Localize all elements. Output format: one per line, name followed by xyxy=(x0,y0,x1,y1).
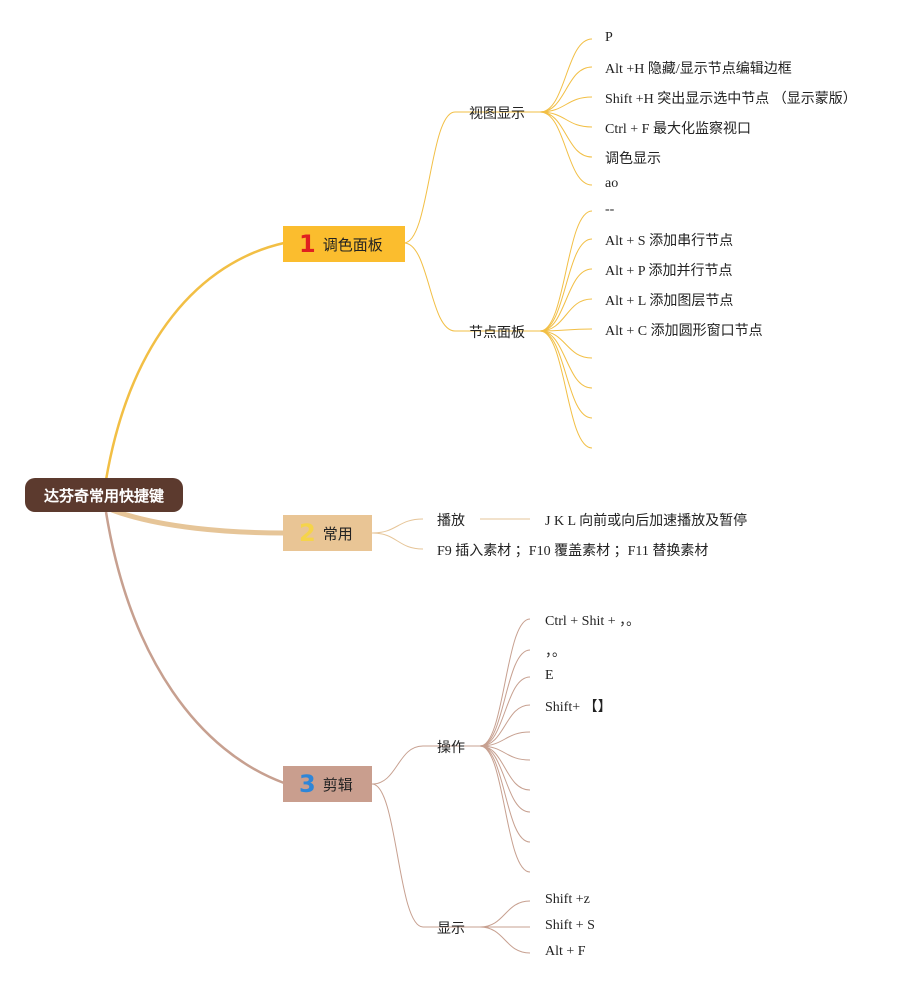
branch-common[interactable]: 2 常用 xyxy=(283,515,372,551)
connector-root-branch-2 xyxy=(111,507,285,536)
connector-b1-view-display xyxy=(403,111,456,244)
leaf-view-display-4[interactable]: 调色显示 xyxy=(605,151,661,167)
leaf-node-panel-4[interactable]: Alt + C 添加圆形窗口节点 xyxy=(605,324,763,339)
subtopic-playback[interactable]: 播放 xyxy=(437,513,465,529)
connector-root-branch-3 xyxy=(104,511,285,785)
subtopic-node-panel[interactable]: 节点面板 xyxy=(469,325,525,341)
connector-op-leaf-0 xyxy=(479,618,531,747)
branch-color-panel[interactable]: 1 调色面板 xyxy=(283,226,405,262)
connector-op-leaf-7 xyxy=(479,745,531,813)
connector-node-leaf-4 xyxy=(539,328,593,332)
branch-number-3: 3 xyxy=(299,770,316,798)
leaf-node-panel-0[interactable]: -- xyxy=(605,202,615,217)
branch-label: 剪辑 xyxy=(322,775,353,794)
leaf-view-display-5[interactable]: ao xyxy=(605,176,619,191)
connector-b2-insert xyxy=(371,532,424,550)
leaf-display-0[interactable]: Shift +z xyxy=(545,892,590,907)
connector-node-leaf-5 xyxy=(539,330,593,359)
leaf-view-display-3[interactable]: Ctrl + F 最大化监察视口 xyxy=(605,122,751,137)
connector-view-leaf-1 xyxy=(539,66,593,113)
connector-node-leaf-8 xyxy=(539,330,593,449)
connector-view-leaf-0 xyxy=(539,38,593,113)
connector-view-leaf-3 xyxy=(539,111,593,128)
connector-b2-playback xyxy=(371,518,424,534)
connector-op-leaf-8 xyxy=(479,745,531,843)
connector-node-leaf-0 xyxy=(539,210,593,332)
connector-op-leaf-9 xyxy=(479,745,531,873)
branch-number-2: 2 xyxy=(299,519,316,547)
connector-op-leaf-6 xyxy=(479,745,531,791)
connector-node-leaf-6 xyxy=(539,330,593,389)
connector-view-leaf-4 xyxy=(539,111,593,158)
connector-node-leaf-1 xyxy=(539,238,593,332)
connector-b3-display xyxy=(371,783,424,928)
connector-node-leaf-7 xyxy=(539,330,593,419)
leaf-view-display-1[interactable]: Alt +H 隐藏/显示节点编辑边框 xyxy=(605,62,792,77)
leaf-operation-1[interactable]: ，。 xyxy=(545,645,566,660)
connector-op-leaf-4 xyxy=(479,731,531,747)
branch-edit[interactable]: 3 剪辑 xyxy=(283,766,372,802)
connector-op-leaf-2 xyxy=(479,676,531,747)
leaf-display-1[interactable]: Shift + S xyxy=(545,918,595,933)
connector-disp-leaf-2 xyxy=(479,926,531,954)
leaf-view-display-2[interactable]: Shift +H 突出显示选中节点 （显示蒙版） xyxy=(605,92,857,107)
connector-view-leaf-5 xyxy=(539,111,593,186)
leaf-node-panel-3[interactable]: Alt + L 添加图层节点 xyxy=(605,294,734,309)
connector-b3-operation xyxy=(371,745,424,785)
root-topic[interactable]: 达芬奇常用快捷键 xyxy=(25,478,183,512)
connector-op-leaf-5 xyxy=(479,745,531,761)
connector-view-leaf-2 xyxy=(539,96,593,113)
leaf-operation-0[interactable]: Ctrl + Shit + ，。 xyxy=(545,614,641,629)
branch-number-1: 1 xyxy=(299,230,316,258)
leaf-operation-3[interactable]: Shift+ 【】 xyxy=(545,700,612,715)
subtopic-operation[interactable]: 操作 xyxy=(437,740,465,756)
subtopic-insert-overwrite-replace[interactable]: F9 插入素材 ；F10 覆盖素材 ；F11 替换素材 xyxy=(437,544,709,559)
connector-disp-leaf-0 xyxy=(479,900,531,928)
leaf-view-display-0[interactable]: P xyxy=(605,30,613,45)
branch-label: 常用 xyxy=(322,524,353,543)
leaf-node-panel-1[interactable]: Alt + S 添加串行节点 xyxy=(605,234,734,249)
leaf-node-panel-2[interactable]: Alt + P 添加并行节点 xyxy=(605,264,733,279)
branch-label: 调色面板 xyxy=(322,235,383,254)
connector-op-leaf-1 xyxy=(479,649,531,747)
connector-b1-node-panel xyxy=(403,242,456,332)
connector-node-leaf-2 xyxy=(539,268,593,332)
subtopic-display[interactable]: 显示 xyxy=(437,921,465,937)
leaf-operation-2[interactable]: E xyxy=(545,668,554,683)
connector-root-branch-1 xyxy=(104,241,285,481)
subtopic-view-display[interactable]: 视图显示 xyxy=(469,106,525,122)
connector-op-leaf-3 xyxy=(479,704,531,747)
connector-node-leaf-3 xyxy=(539,298,593,332)
leaf-display-2[interactable]: Alt + F xyxy=(545,944,586,959)
leaf-playback-0[interactable]: J K L 向前或向后加速播放及暂停 xyxy=(545,514,748,529)
